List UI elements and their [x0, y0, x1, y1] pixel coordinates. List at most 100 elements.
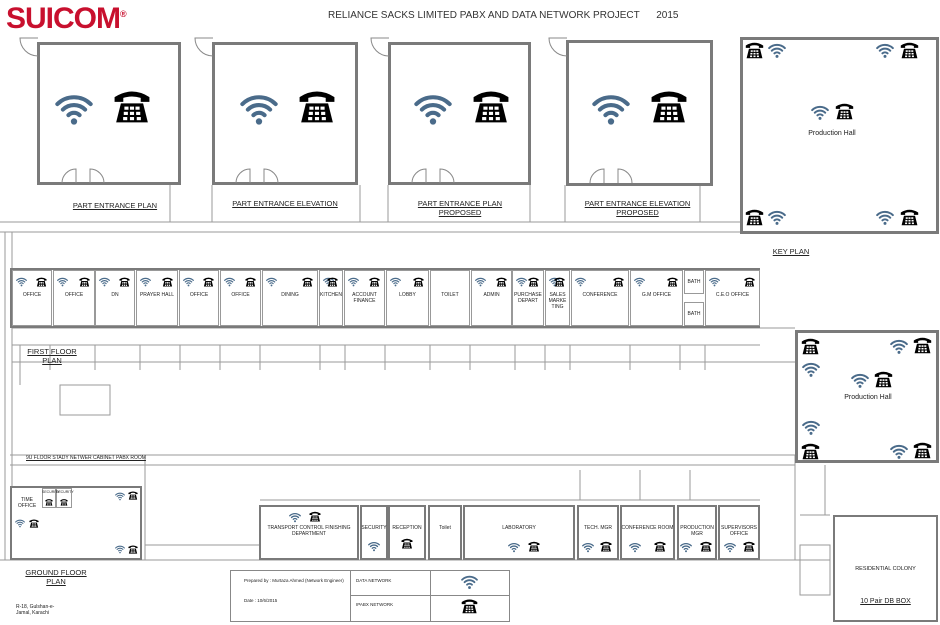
first-floor-plan-label: FIRST FLOOR PLAN	[27, 347, 77, 365]
wifi-icon	[876, 41, 894, 59]
security-small-room	[56, 488, 72, 508]
telephone-icon	[613, 276, 624, 287]
telephone-icon	[401, 537, 413, 549]
telephone-icon	[743, 540, 755, 552]
telephone-icon	[528, 540, 540, 552]
wifi-icon	[414, 89, 452, 127]
room-label: PRAYER HALL	[139, 292, 175, 298]
wifi-icon	[475, 276, 486, 287]
wifi-icon	[15, 518, 25, 528]
wifi-icon	[876, 208, 894, 226]
telephone-icon	[413, 276, 424, 287]
wifi-icon	[802, 360, 820, 378]
telephone-icon	[744, 276, 755, 287]
wifi-icon	[140, 276, 151, 287]
wifi-icon	[634, 276, 645, 287]
room-7	[262, 270, 318, 326]
room-security	[360, 505, 388, 560]
room-8	[319, 270, 343, 326]
security-small-label: SECURITY	[42, 490, 60, 494]
telephone-icon	[298, 86, 336, 124]
address-line-2: Jamal, Karachi	[16, 610, 50, 616]
wifi-icon	[461, 573, 478, 590]
prepared-by: Prepared by : Murtaza Ahmed (Network Eng…	[244, 578, 344, 583]
wifi-icon	[390, 276, 401, 287]
wifi-icon	[851, 371, 869, 389]
telephone-icon	[554, 276, 565, 287]
telephone-icon	[900, 207, 919, 226]
telephone-icon	[528, 276, 539, 287]
security-small-room	[42, 488, 56, 508]
telephone-icon	[162, 276, 173, 287]
wifi-icon	[592, 89, 630, 127]
legend-divider	[430, 570, 431, 622]
telephone-icon	[113, 86, 151, 124]
telephone-icon	[913, 335, 932, 354]
plan-room-4	[566, 40, 713, 186]
telephone-icon	[245, 276, 256, 287]
wifi-icon	[709, 276, 720, 287]
telephone-icon	[203, 276, 214, 287]
plan-room-2	[212, 42, 358, 185]
wifi-icon	[348, 276, 359, 287]
telephone-icon	[327, 276, 338, 287]
wifi-icon	[582, 541, 594, 553]
plan-label-text: PART ENTRANCE ELEVATION	[584, 199, 691, 208]
room-label: TRANSPORT CONTROL FINISHING DEPARTMENT	[267, 525, 351, 537]
room-label: G.M OFFICE	[641, 292, 672, 298]
address: R-18, Gulshan-e-Jamal, Karachi	[16, 604, 54, 616]
telephone-icon	[309, 510, 321, 522]
room-conference-room	[620, 505, 675, 560]
plan-label-text: PART ENTRANCE PLAN	[417, 199, 503, 208]
wifi-icon	[289, 511, 301, 523]
telephone-icon	[745, 40, 764, 59]
wifi-icon	[55, 89, 93, 127]
wifi-icon	[99, 276, 110, 287]
residential-colony	[833, 515, 938, 622]
room-label: PRODUCTION MGR	[680, 525, 714, 537]
room-label: OFFICE	[22, 292, 42, 298]
wifi-icon	[802, 418, 820, 436]
legend-divider	[350, 595, 510, 596]
room-15	[571, 270, 629, 326]
telephone-icon	[900, 40, 919, 59]
telephone-icon	[128, 544, 138, 554]
room-label: DN	[111, 292, 119, 298]
telephone-icon	[369, 276, 380, 287]
telephone-icon	[667, 276, 678, 287]
telephone-icon	[36, 276, 47, 287]
residential-colony-label: RESIDENTIAL COLONY	[855, 566, 916, 572]
suicom-logo: SUICOM®	[6, 2, 127, 36]
telephone-icon	[600, 540, 612, 552]
production-hall-label: Production Hall	[808, 130, 856, 137]
telephone-icon	[801, 336, 820, 355]
wifi-icon	[183, 276, 194, 287]
telephone-icon	[45, 498, 53, 506]
room-18	[684, 302, 704, 326]
wifi-icon	[115, 491, 125, 501]
room-17	[684, 270, 704, 294]
room-label: SALES MARKE TING	[548, 292, 567, 310]
room-label: LOBBY	[399, 292, 416, 298]
legend-box	[230, 570, 510, 622]
room-16	[630, 270, 683, 326]
plan-room-1	[37, 42, 181, 185]
telephone-icon	[119, 276, 130, 287]
security-small-label: SECURITY	[56, 490, 74, 494]
logo-text: SUICOM	[6, 2, 121, 35]
wifi-icon	[680, 541, 692, 553]
telephone-icon	[801, 441, 820, 460]
room-transport	[259, 505, 359, 560]
telephone-icon	[60, 498, 68, 506]
room-label: TOILET	[441, 292, 459, 298]
legend-divider	[350, 570, 351, 622]
room-label: KITCHEN	[320, 292, 342, 298]
telephone-icon	[302, 276, 313, 287]
wifi-icon	[890, 337, 908, 355]
wifi-icon	[508, 541, 520, 553]
room-label: CONFERENCE	[582, 292, 618, 298]
room-11	[430, 270, 470, 326]
wifi-icon	[57, 276, 68, 287]
time-office-label: TIME OFFICE	[17, 497, 37, 509]
